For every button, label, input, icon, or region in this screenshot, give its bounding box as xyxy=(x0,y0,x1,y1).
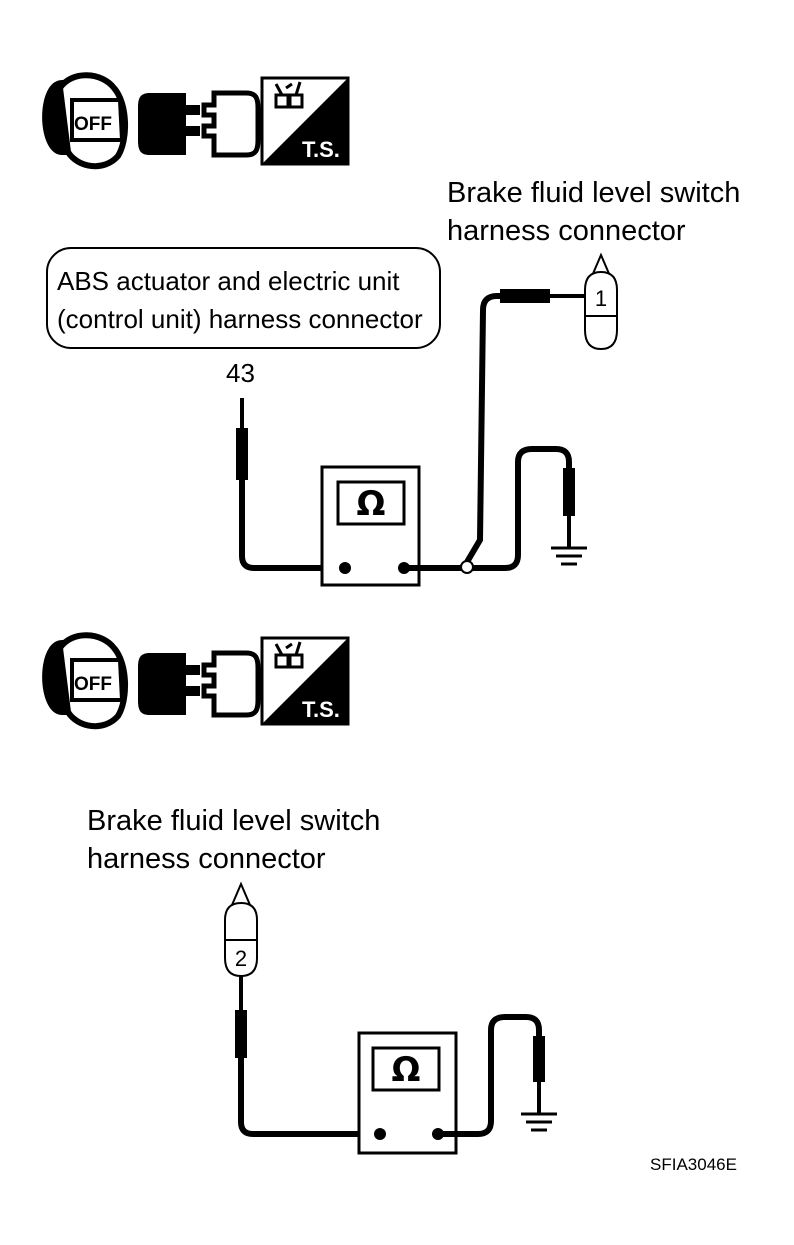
bottom-diagram: Brake fluid level switch harness connect… xyxy=(87,805,557,1155)
ohm-symbol: Ω xyxy=(392,1050,421,1090)
test-probe-right xyxy=(435,1014,557,1137)
connector-disconnect-icon xyxy=(138,650,261,718)
meter-terminal-left xyxy=(374,1128,386,1140)
ignition-off-label: OFF xyxy=(74,114,112,135)
tool-ts-icon: T.S. xyxy=(260,76,350,166)
switch-connector-label-line2: harness connector xyxy=(87,843,326,875)
icon-row-top: OFF T.S. xyxy=(42,72,350,170)
ohm-symbol: Ω xyxy=(357,484,386,524)
ground-icon xyxy=(551,546,587,566)
abs-terminal-number: 43 xyxy=(226,358,255,388)
abs-connector-label-line2: (control unit) harness connector xyxy=(57,304,423,334)
switch-connector-bottom: 2 xyxy=(224,881,258,978)
ground-icon xyxy=(521,1112,557,1132)
ignition-off-icon: OFF xyxy=(42,72,129,170)
abs-connector-label-box xyxy=(46,247,441,349)
switch-terminal-number: 2 xyxy=(235,946,247,971)
switch-connector-label-line1: Brake fluid level switch xyxy=(87,805,380,837)
top-diagram: Brake fluid level switch harness connect… xyxy=(46,177,740,587)
switch-connector-label-line2: harness connector xyxy=(447,215,686,247)
switch-connector-label-line1: Brake fluid level switch xyxy=(447,177,740,209)
ignition-off-icon: OFF xyxy=(42,632,129,730)
test-probe-right xyxy=(401,289,587,574)
tool-ts-icon: T.S. xyxy=(260,636,350,726)
abs-connector-label-line1: ABS actuator and electric unit xyxy=(57,266,400,296)
tool-ts-label: T.S. xyxy=(302,697,340,722)
icon-row-bottom: OFF T.S. xyxy=(42,632,350,730)
meter-terminal-left xyxy=(339,562,351,574)
connector-disconnect-icon xyxy=(138,90,261,158)
test-probe-left xyxy=(235,976,383,1137)
test-probe-left xyxy=(236,398,348,571)
switch-terminal-number: 1 xyxy=(595,286,607,311)
ignition-off-label: OFF xyxy=(74,674,112,695)
figure-code: SFIA3046E xyxy=(650,1155,737,1174)
tool-ts-label: T.S. xyxy=(302,137,340,162)
wire-crossover-marker xyxy=(460,560,474,574)
switch-connector-top: 1 xyxy=(584,252,618,351)
